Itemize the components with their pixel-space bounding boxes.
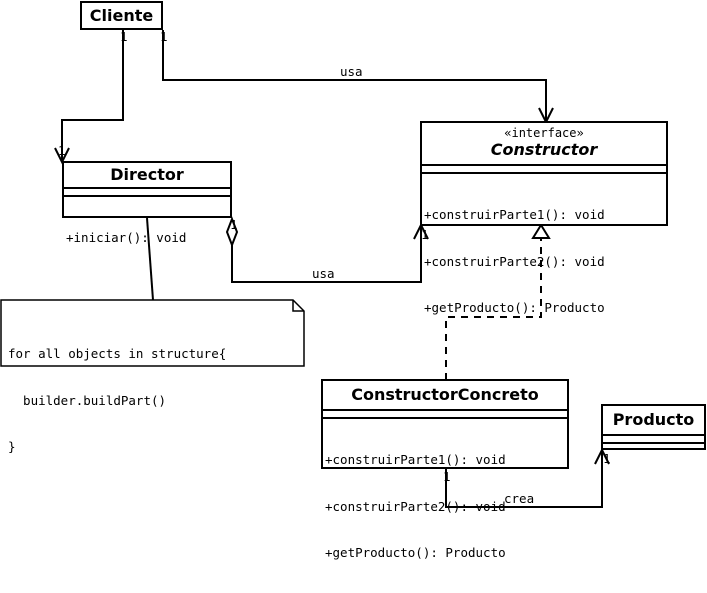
multiplicity-label: 1 <box>230 217 238 232</box>
aggregation-diamond <box>225 216 239 248</box>
assoc-concreto-producto <box>445 450 603 508</box>
label-crea: crea <box>504 491 535 506</box>
class-director-name: Director <box>110 165 184 184</box>
class-director[interactable]: Director +iniciar(): void <box>62 161 232 245</box>
label-usa-top: usa <box>340 64 363 79</box>
note-line: } <box>8 439 16 454</box>
operations-compartment: +construirParte1(): void +construirParte… <box>422 172 666 348</box>
class-cliente-name: Cliente <box>89 6 154 25</box>
note-line: builder.buildPart() <box>8 392 167 408</box>
operation: +construirParte2(): void <box>424 253 605 269</box>
operation: +construirParte1(): void <box>325 452 506 467</box>
class-cliente[interactable]: Cliente <box>80 1 163 30</box>
arrowhead-producto <box>594 447 610 465</box>
assoc-cliente-constructor <box>162 30 547 122</box>
attributes-compartment <box>64 187 230 195</box>
class-constructor-name: Constructor <box>490 140 598 159</box>
note-fold <box>292 300 304 312</box>
assoc-director-constructor <box>231 225 422 283</box>
operation: +iniciar(): void <box>66 230 187 245</box>
attributes-compartment <box>422 164 666 172</box>
realization-concreto-constructor <box>445 238 542 380</box>
uml-diagram: Cliente Director +iniciar(): void «inter… <box>0 1 706 560</box>
class-constructor-concreto[interactable]: ConstructorConcreto +construirParte1(): … <box>321 379 569 560</box>
stereotype-label: «interface» <box>504 126 584 140</box>
attributes-compartment <box>323 409 567 417</box>
note-shape <box>0 299 305 367</box>
multiplicity-label: 1 <box>421 227 429 242</box>
multiplicity-label: 1 <box>160 29 168 44</box>
assoc-cliente-director <box>61 30 124 162</box>
multiplicity-label: 1 <box>603 451 611 466</box>
operation: +getProducto(): Producto <box>424 300 605 315</box>
operation: +getProducto(): Producto <box>325 545 506 560</box>
connectors <box>0 30 610 508</box>
note-anchor <box>146 217 154 301</box>
realization-triangle <box>531 223 551 239</box>
class-concreto-name: ConstructorConcreto <box>351 385 539 404</box>
class-producto[interactable]: Producto <box>601 404 706 450</box>
multiplicity-label: 1 <box>58 143 66 158</box>
attributes-compartment <box>603 434 704 442</box>
note-text: for all objects in structure{ builder.bu… <box>8 315 226 486</box>
operation: +construirParte1(): void <box>424 207 605 222</box>
multiplicity-label: 1 <box>443 469 451 484</box>
class-producto-name: Producto <box>612 410 695 429</box>
label-usa-bottom: usa <box>312 266 335 281</box>
class-constructor[interactable]: «interface» Constructor +construirParte1… <box>420 121 668 315</box>
operations-compartment <box>603 442 704 450</box>
multiplicity-label: 1 <box>120 29 128 44</box>
note-line: for all objects in structure{ <box>8 346 227 361</box>
operations-compartment: +iniciar(): void <box>64 195 230 278</box>
